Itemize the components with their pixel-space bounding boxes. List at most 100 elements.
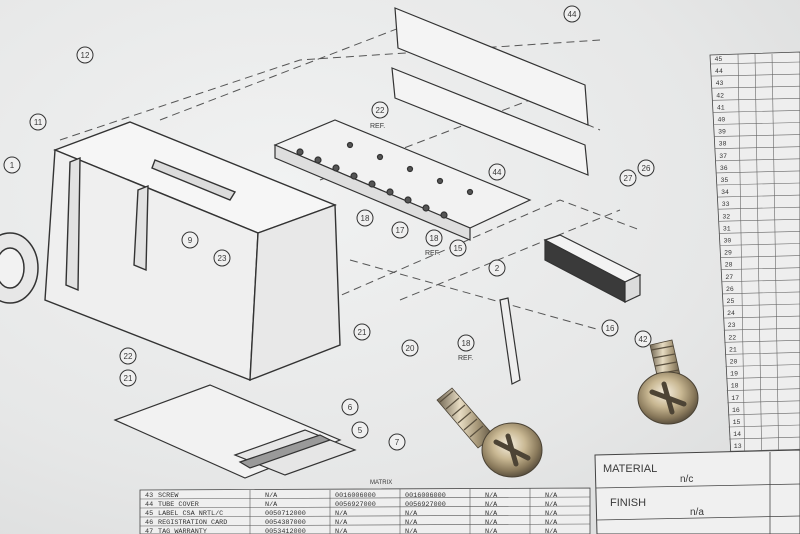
side-row-line <box>720 267 800 270</box>
side-row-line <box>716 182 800 186</box>
side-row-number: 42 <box>716 92 724 99</box>
side-row-number: 19 <box>730 371 738 378</box>
side-row-number: 45 <box>714 56 722 63</box>
parts-cell-c3: 0016006000 <box>405 492 446 500</box>
parts-cell-c5: N/A <box>545 510 558 518</box>
title-block: MATERIAL n/c FINISH n/a <box>594 449 800 534</box>
parts-cell-c5: N/A <box>545 501 558 509</box>
parts-cell-n: 46 <box>145 519 153 527</box>
side-row-number: 15 <box>733 419 741 426</box>
parts-cell-c5: N/A <box>545 492 558 500</box>
side-row-line <box>714 146 800 149</box>
svg-text:REF.: REF. <box>425 250 440 257</box>
svg-text:42: 42 <box>639 335 648 344</box>
parts-cell-c4: N/A <box>485 528 498 534</box>
side-row-line <box>728 424 800 428</box>
parts-cell-name: LABEL CSA NRTL/C <box>158 510 223 518</box>
parts-cell-c1: 0053412000 <box>265 528 306 534</box>
speaker-fragment <box>0 232 39 304</box>
parts-cell-c5: N/A <box>545 528 558 534</box>
side-row-number: 22 <box>728 334 736 341</box>
manuals <box>113 384 357 479</box>
side-row-line <box>725 364 800 367</box>
side-row-number: 30 <box>724 238 732 245</box>
parts-cell-c5: N/A <box>545 519 558 527</box>
svg-text:17: 17 <box>396 226 405 235</box>
side-row-line <box>727 400 800 404</box>
svg-text:2: 2 <box>495 264 500 273</box>
side-row-number: 39 <box>718 129 726 136</box>
side-row-line <box>718 231 800 234</box>
side-row-line <box>724 340 800 343</box>
side-row-line <box>720 255 800 258</box>
side-row-number: 40 <box>717 117 725 124</box>
svg-text:44: 44 <box>493 168 502 177</box>
side-row-line <box>715 158 800 162</box>
parts-cell-c1: 0054387000 <box>265 519 306 527</box>
side-row-number: 43 <box>716 80 724 87</box>
side-row-number: 38 <box>719 141 727 148</box>
side-row-number: 13 <box>734 443 742 450</box>
parts-cell-c4: N/A <box>485 492 498 500</box>
side-row-number: 26 <box>726 286 734 293</box>
small-box <box>543 234 642 303</box>
side-row-line <box>719 243 800 246</box>
svg-text:11: 11 <box>34 118 43 127</box>
side-row-number: 36 <box>720 165 728 172</box>
side-row-number: 24 <box>727 310 735 317</box>
side-row-number: 16 <box>732 407 740 414</box>
parts-cell-c3: N/A <box>405 528 418 534</box>
svg-text:15: 15 <box>454 244 463 253</box>
svg-text:18: 18 <box>462 339 471 348</box>
parts-cell-name: TAG WARRANTY <box>158 528 207 534</box>
svg-text:REF.: REF. <box>458 355 473 362</box>
svg-text:n/c: n/c <box>680 474 693 485</box>
svg-text:6: 6 <box>348 403 353 412</box>
svg-text:26: 26 <box>642 164 651 173</box>
svg-text:20: 20 <box>406 344 415 353</box>
side-row-line <box>727 412 800 416</box>
svg-text:FINISH: FINISH <box>610 497 646 509</box>
parts-cell-name: SCREW <box>158 492 179 500</box>
side-row-number: 31 <box>723 225 731 232</box>
cabinet <box>44 121 341 382</box>
svg-text:MATERIAL: MATERIAL <box>603 463 657 475</box>
svg-text:9: 9 <box>188 236 193 245</box>
side-row-number: 41 <box>717 104 725 111</box>
side-row-number: 20 <box>730 359 738 366</box>
side-row-line <box>718 219 800 222</box>
parts-cell-c2: N/A <box>335 528 348 534</box>
side-row-line <box>712 98 800 101</box>
side-row-number: 33 <box>722 201 730 208</box>
side-row-line <box>713 122 800 125</box>
side-row-line <box>722 303 800 307</box>
side-row-number: 25 <box>727 298 735 305</box>
side-row-number: 29 <box>724 250 732 257</box>
side-row-number: 18 <box>731 383 739 390</box>
side-row-line <box>721 279 800 283</box>
ref-labels: REF. REF. REF. <box>370 123 473 362</box>
parts-cell-c4: N/A <box>485 519 498 527</box>
side-row-number: 34 <box>721 189 729 196</box>
callout-numbers: 12 11 1 9 23 22 44 18 17 18 15 2 21 20 1… <box>10 10 651 447</box>
screw-left <box>436 387 543 478</box>
parts-cell-c3: 0056927000 <box>405 501 446 509</box>
strip <box>499 297 521 385</box>
side-row-number: 32 <box>722 213 730 220</box>
svg-text:n/a: n/a <box>690 507 704 518</box>
svg-text:12: 12 <box>81 51 90 60</box>
svg-text:1: 1 <box>10 161 15 170</box>
parts-cell-name: REGISTRATION CARD <box>158 519 227 527</box>
side-row-line <box>726 388 800 391</box>
side-row-number: 27 <box>725 274 733 281</box>
chassis <box>273 119 532 241</box>
side-row-line <box>721 291 800 295</box>
side-row-line <box>715 170 800 174</box>
parts-cell-n: 45 <box>145 510 153 518</box>
side-row-line <box>712 110 800 113</box>
svg-text:22: 22 <box>376 106 385 115</box>
svg-text:21: 21 <box>124 374 133 383</box>
svg-text:MATRIX: MATRIX <box>370 480 392 486</box>
